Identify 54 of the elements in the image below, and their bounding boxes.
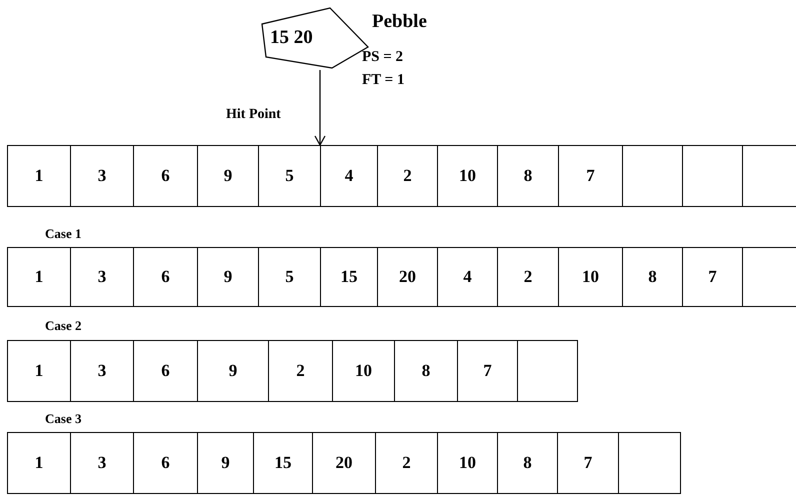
array-cell: 8 — [497, 432, 558, 494]
array-cell: 6 — [133, 247, 198, 307]
array-cell: 2 — [375, 432, 438, 494]
empty-array-cell — [742, 145, 796, 207]
array-cell: 3 — [70, 247, 134, 307]
array-cell: 7 — [682, 247, 743, 307]
array-cell: 8 — [394, 340, 458, 402]
array-cell: 9 — [197, 247, 259, 307]
case-label: Case 2 — [45, 318, 82, 334]
arrow — [314, 70, 326, 146]
pebble-label: Pebble — [372, 11, 427, 33]
array-cell: 6 — [133, 432, 198, 494]
array-cell: 15 — [320, 247, 378, 307]
empty-array-cell — [622, 145, 683, 207]
array-cell: 2 — [377, 145, 438, 207]
array-cell: 10 — [437, 432, 498, 494]
array-cell: 6 — [133, 340, 198, 402]
edge-label: Hit Point — [226, 106, 281, 122]
array-cell: 2 — [497, 247, 559, 307]
array-cell: 20 — [312, 432, 376, 494]
empty-array-cell — [742, 247, 796, 307]
array-cell: 9 — [197, 340, 269, 402]
array-cell: 10 — [332, 340, 395, 402]
array-cell: 20 — [377, 247, 438, 307]
array-cell: 3 — [70, 340, 134, 402]
array-cell: 4 — [320, 145, 378, 207]
array-cell: 6 — [133, 145, 198, 207]
array-cell: 1 — [7, 432, 71, 494]
array-cell: 9 — [197, 432, 254, 494]
array-cell: 3 — [70, 145, 134, 207]
array-cell: 7 — [457, 340, 518, 402]
array-cell: 10 — [437, 145, 498, 207]
empty-array-cell — [682, 145, 743, 207]
fall-time: FT = 1 — [362, 72, 404, 89]
array-cell: 1 — [7, 145, 71, 207]
array-cell: 5 — [258, 145, 321, 207]
array-cell: 9 — [197, 145, 259, 207]
pebble-values: 15 20 — [270, 27, 313, 49]
array-cell: 5 — [258, 247, 321, 307]
array-cell: 10 — [558, 247, 623, 307]
array-cell: 7 — [557, 432, 619, 494]
empty-array-cell — [517, 340, 578, 402]
case-label: Case 3 — [45, 411, 82, 427]
array-cell: 8 — [622, 247, 683, 307]
array-cell: 1 — [7, 247, 71, 307]
array-cell: 7 — [558, 145, 623, 207]
array-cell: 15 — [253, 432, 313, 494]
case-label: Case 1 — [45, 226, 82, 242]
array-cell: 4 — [437, 247, 498, 307]
array-cell: 3 — [70, 432, 134, 494]
pebble-size: PS = 2 — [362, 49, 404, 66]
array-cell: 2 — [268, 340, 333, 402]
array-cell: 1 — [7, 340, 71, 402]
array-cell: 8 — [497, 145, 559, 207]
